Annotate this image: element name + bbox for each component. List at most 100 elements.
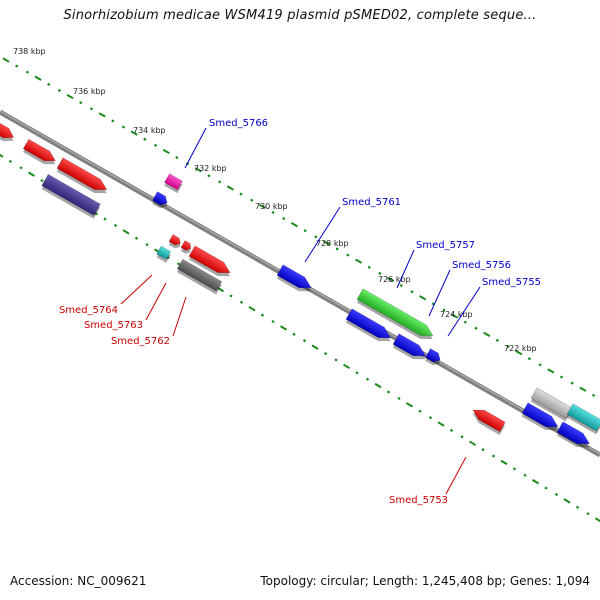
minor-tick: [218, 180, 222, 184]
minor-tick: [527, 357, 532, 361]
gene-label-leader: [428, 269, 451, 317]
minor-tick: [449, 428, 454, 433]
minor-tick: [335, 247, 339, 251]
gene-label-smed-5763[interactable]: Smed_5763: [84, 320, 143, 331]
gene-label-smed-5755[interactable]: Smed_5755: [482, 277, 541, 288]
gene-arrow-red[interactable]: [0, 119, 18, 145]
gene-arrow-red[interactable]: [180, 240, 195, 256]
gene-arrow-red[interactable]: [168, 234, 184, 251]
gene-label-smed-5761[interactable]: Smed_5761: [342, 197, 401, 208]
minor-tick: [8, 159, 13, 163]
gene-body: [472, 409, 506, 433]
major-tick: [162, 148, 170, 155]
minor-tick: [463, 320, 467, 324]
major-tick: [217, 286, 225, 293]
gene-label-smed-5762[interactable]: Smed_5762: [111, 336, 170, 347]
gene-label-smed-5764[interactable]: Smed_5764: [59, 305, 118, 316]
gene-smed-5766[interactable]: [163, 173, 184, 194]
minor-tick: [175, 155, 179, 160]
major-tick: [343, 363, 351, 370]
minor-tick: [89, 107, 94, 111]
major-tick: [579, 386, 587, 392]
accession-text: Accession: NC_009621: [10, 574, 147, 588]
gene-smed-5755[interactable]: [424, 348, 444, 368]
minor-tick: [79, 101, 83, 105]
gene-arrow-red[interactable]: [56, 157, 112, 199]
minor-tick: [25, 70, 29, 74]
minor-tick: [523, 473, 527, 477]
gene-label-smed-5757[interactable]: Smed_5757: [416, 240, 475, 251]
gene-label-leader: [172, 296, 187, 337]
tick-marks: [0, 57, 600, 523]
gene-label-smed-5766[interactable]: Smed_5766: [209, 118, 268, 129]
gene-labels: Smed_5766Smed_5761Smed_5757Smed_5756Smed…: [59, 118, 541, 506]
minor-tick: [314, 235, 318, 239]
major-tick: [515, 350, 523, 356]
gene-smed-5764[interactable]: [155, 245, 172, 263]
minor-tick: [103, 217, 107, 221]
gene-smed-5762[interactable]: [176, 258, 223, 295]
minor-tick: [346, 253, 350, 257]
gene-arrow-red[interactable]: [22, 138, 60, 169]
major-tick: [387, 276, 395, 283]
gene-label-leader: [304, 206, 341, 263]
gene-label-smed-5753[interactable]: Smed_5753: [389, 495, 448, 506]
minor-tick: [113, 223, 118, 228]
minor-tick: [121, 125, 126, 129]
minor-tick: [250, 198, 254, 202]
kbp-label: 734 kbp: [133, 126, 166, 135]
gene-body: [188, 245, 231, 274]
minor-tick: [586, 512, 590, 516]
gene-arrow-blue[interactable]: [392, 333, 430, 365]
kbp-label: 736 kbp: [73, 87, 106, 96]
gene-purple[interactable]: [40, 173, 101, 219]
major-tick: [311, 344, 319, 350]
gene-smed-5756[interactable]: [345, 308, 395, 347]
major-tick: [34, 75, 42, 81]
gene-arrow-blue[interactable]: [556, 421, 594, 453]
kbp-label: 724 kbp: [440, 310, 473, 319]
gene-body: [156, 245, 172, 260]
gene-body: [152, 191, 168, 206]
major-tick: [122, 229, 130, 235]
major-tick: [248, 306, 256, 312]
major-tick: [290, 222, 298, 228]
gene-arrow-red[interactable]: [188, 245, 235, 282]
major-tick: [98, 112, 106, 118]
major-tick: [419, 295, 427, 301]
gene-arrow-blue[interactable]: [521, 402, 563, 436]
minor-tick: [491, 454, 496, 458]
kbp-label: 728 kbp: [316, 239, 349, 248]
minor-tick: [570, 381, 574, 385]
gene-label-leader: [145, 282, 167, 321]
minor-tick: [378, 271, 382, 275]
minor-tick: [460, 435, 464, 439]
minor-tick: [282, 216, 286, 221]
minor-tick: [207, 174, 211, 178]
gene-features[interactable]: [0, 119, 600, 453]
gene-smed-5757[interactable]: [356, 288, 438, 344]
major-tick: [66, 93, 74, 100]
gene-ltgray[interactable]: [530, 387, 573, 422]
gene-smed-5753[interactable]: [469, 405, 507, 435]
gene-body: [168, 234, 181, 246]
gene-body: [356, 288, 434, 336]
gene-cyan[interactable]: [566, 403, 600, 435]
minor-tick: [239, 192, 243, 196]
gene-body: [180, 240, 192, 251]
gene-body: [392, 333, 427, 357]
minor-tick: [428, 416, 433, 420]
gene-arrow-blue[interactable]: [151, 191, 171, 211]
gene-label-smed-5756[interactable]: Smed_5756: [452, 260, 511, 271]
kbp-label: 722 kbp: [504, 344, 537, 353]
gene-smed-5761[interactable]: [276, 264, 316, 297]
gene-body: [530, 387, 573, 419]
minor-tick: [481, 448, 485, 452]
minor-tick: [323, 351, 328, 356]
minor-tick: [229, 294, 233, 298]
minor-tick: [365, 377, 370, 381]
minor-tick: [554, 492, 559, 497]
kbp-label: 730 kbp: [255, 202, 288, 211]
minor-tick: [134, 236, 139, 240]
